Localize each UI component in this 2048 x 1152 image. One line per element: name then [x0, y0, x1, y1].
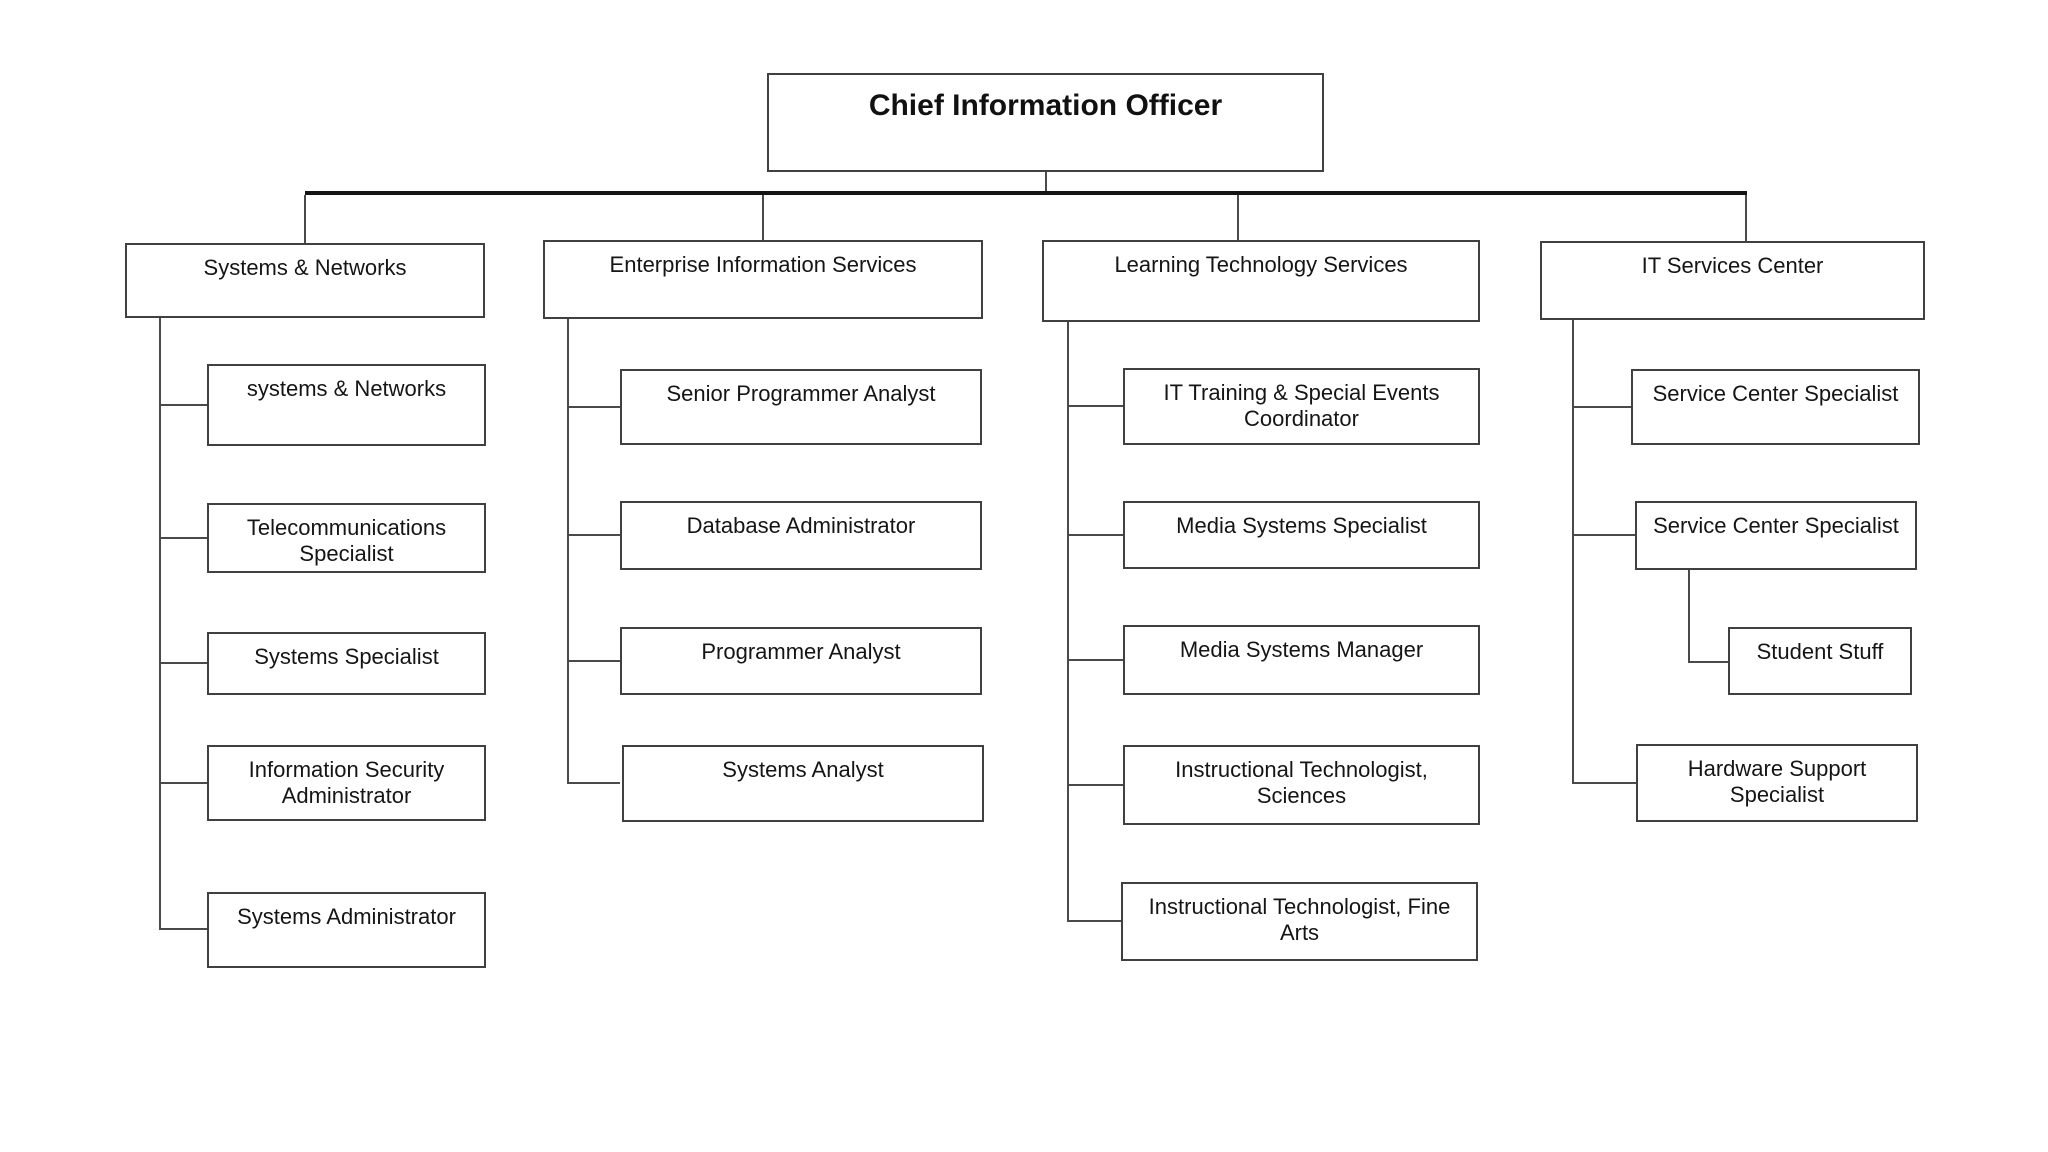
org-node-systems-networks: systems & Networks	[207, 364, 486, 446]
connector-branch1-drop	[304, 195, 306, 243]
connector-child	[159, 782, 207, 784]
connector-child	[1067, 405, 1123, 407]
org-node-service-center-specialist-1: Service Center Specialist	[1631, 369, 1920, 445]
connector-cio-drop	[1045, 172, 1047, 193]
connector-child	[1067, 920, 1121, 922]
spine-it-services-center	[1572, 320, 1574, 784]
org-node-systems-specialist: Systems Specialist	[207, 632, 486, 695]
org-node-systems-networks-dept: Systems & Networks	[125, 243, 485, 318]
spine-learning-technology-services	[1067, 322, 1069, 922]
connector-child	[159, 537, 207, 539]
org-node-media-systems-specialist: Media Systems Specialist	[1123, 501, 1480, 569]
connector-branch4-drop	[1745, 195, 1747, 241]
connector-child	[1572, 534, 1635, 536]
connector-branch2-drop	[762, 195, 764, 240]
org-node-database-administrator: Database Administrator	[620, 501, 982, 570]
connector-child	[1572, 782, 1636, 784]
connector-child	[1067, 659, 1123, 661]
org-node-hardware-support-specialist: Hardware Support Specialist	[1636, 744, 1918, 822]
org-node-learning-technology-services: Learning Technology Services	[1042, 240, 1480, 322]
connector-trunk	[305, 191, 1747, 195]
spine-enterprise-information-services	[567, 319, 569, 784]
connector-child	[1067, 784, 1123, 786]
spine-systems-networks	[159, 318, 161, 929]
org-node-service-center-specialist-2: Service Center Specialist	[1635, 501, 1917, 570]
org-node-programmer-analyst: Programmer Analyst	[620, 627, 982, 695]
org-node-it-training-special-events-coordinator: IT Training & Special Events Coordinator	[1123, 368, 1480, 445]
connector-child	[567, 660, 620, 662]
connector-child	[159, 404, 207, 406]
org-node-instructional-technologist-fine-arts: Instructional Technologist, Fine Arts	[1121, 882, 1478, 961]
connector-child	[567, 406, 620, 408]
org-node-systems-analyst: Systems Analyst	[622, 745, 984, 822]
org-node-information-security-administrator: Information Security Administrator	[207, 745, 486, 821]
connector-child	[1067, 534, 1123, 536]
connector-child	[159, 928, 207, 930]
connector-child	[567, 534, 620, 536]
connector-child	[567, 782, 620, 784]
org-node-enterprise-information-services: Enterprise Information Services	[543, 240, 983, 319]
connector-student-stuff	[1688, 661, 1728, 663]
org-node-senior-programmer-analyst: Senior Programmer Analyst	[620, 369, 982, 445]
org-node-systems-administrator: Systems Administrator	[207, 892, 486, 968]
org-node-instructional-technologist-sciences: Instructional Technologist, Sciences	[1123, 745, 1480, 825]
org-node-student-stuff: Student Stuff	[1728, 627, 1912, 695]
org-node-cio: Chief Information Officer	[767, 73, 1324, 172]
connector-branch3-drop	[1237, 195, 1239, 240]
org-node-telecommunications-specialist: Telecommunications Specialist	[207, 503, 486, 573]
connector-child	[159, 662, 207, 664]
connector-child	[1572, 406, 1631, 408]
org-node-media-systems-manager: Media Systems Manager	[1123, 625, 1480, 695]
connector-student-stuff-drop	[1688, 570, 1690, 663]
org-node-it-services-center: IT Services Center	[1540, 241, 1925, 320]
